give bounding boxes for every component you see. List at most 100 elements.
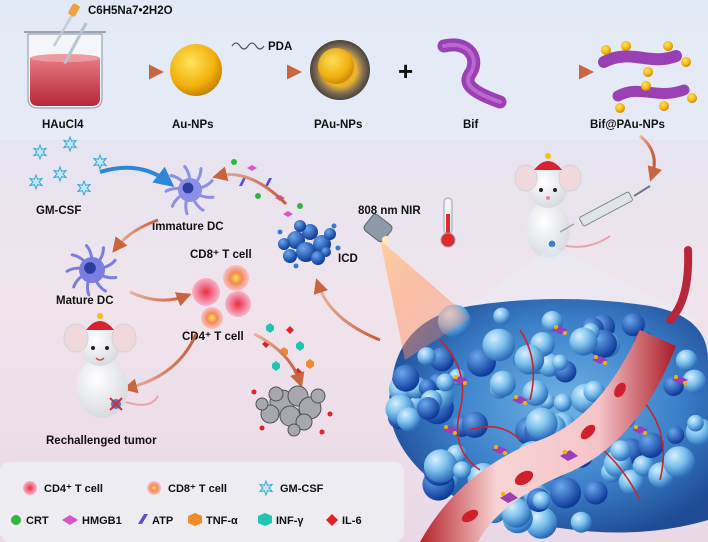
au-in-tumor [453,431,457,435]
pda-strand-icon [231,42,265,50]
au-in-tumor [503,451,507,455]
arrow-dc-to-tcells [129,290,192,307]
atp-particle [239,178,246,186]
au-in-tumor [563,331,567,335]
crt-particle [297,203,303,209]
legend-gm-csf: GM-CSF [280,483,324,495]
tumor-cell [610,440,632,461]
tumor-nanoparticle-clusters [442,325,688,455]
cd4-t-cell-icon [225,291,251,317]
au-nps-label: Au-NPs [172,119,214,131]
tumor-cell [583,480,608,505]
mouse-injected-icon [514,153,611,258]
killed-tumor-cell [287,423,301,437]
dying-cell [296,242,316,262]
tumor-cell [417,347,436,366]
tumor-cell [687,414,704,432]
cd4-t-cell-icon [192,278,220,306]
tumor-cell [632,455,654,477]
tumor-cell [525,407,558,440]
syringe-icon [559,185,651,233]
tumor-cell [423,449,458,483]
hmgb1-particle [247,165,257,171]
atp-icon [138,514,148,524]
tumor-cell [525,506,558,539]
dying-cell [294,220,306,232]
tumor-cell [396,407,421,432]
t-cell-cluster [192,265,251,329]
au-nanoparticle [170,44,222,96]
gm-csf-molecules [28,135,108,197]
crt-particle [231,159,237,165]
cell-debris [331,223,337,229]
tumor-cell [638,432,664,458]
tumor-cell [663,446,695,478]
tumor-cell [453,461,471,480]
cell-debris [293,263,299,269]
arrow-tumor-to-icd [313,278,381,342]
dying-cell [321,247,331,257]
dc-nucleus [84,262,96,274]
legend-atp: ATP [152,515,173,527]
cytokine-particle [306,359,314,369]
arrow-to-injection [639,134,662,182]
tumor-cell [532,491,551,510]
il6-particle [259,425,265,431]
tumor-cell [429,347,454,372]
au-in-tumor [554,325,558,329]
tumor-cell [436,373,455,392]
gm-csf-star-icon [258,479,274,497]
icd-label: ICD [338,253,358,265]
pau-nanoparticle [310,40,370,100]
au-in-tumor [674,375,678,379]
killed-tumor-cell [295,413,313,431]
au-in-tumor [454,375,458,379]
artery-icon [666,246,693,324]
legend-tnf: TNF-α [206,515,238,527]
tumor-cell [489,370,516,397]
bif-label: Bif [463,119,479,131]
il6-particle [319,429,325,435]
product-label: Bif@PAu-NPs [590,119,665,131]
tumor-cell [416,397,440,420]
cytokine-particle [266,323,274,333]
legend-hmgb1: HMGB1 [82,515,122,527]
cytokine-particle [272,361,280,371]
tumor-cell [461,411,488,438]
legend-cd8: CD8⁺ T cell [168,483,227,495]
gm-csf-star-icon [76,179,92,197]
au-in-tumor [444,425,448,429]
tumor-cell [675,349,698,371]
arrow-tcells-to-tumor [253,332,305,388]
tumor-cell [570,511,592,533]
au-in-tumor [603,361,607,365]
tumor-cell [482,328,516,362]
dying-cell [278,238,290,250]
gm-csf-star-icon [62,135,78,153]
injection-site-icon [547,239,557,249]
gm-csf-star-icon [32,143,48,161]
cd8-t-cell-label: CD8⁺ T cell [190,249,252,261]
arrow-tcells-to-rechallenge [122,333,198,394]
cytokine-particle [296,341,304,351]
tumor-cell [682,369,707,394]
killed-tumor-cells [251,385,333,437]
tumor-cell [514,344,545,375]
au-in-tumor [514,395,518,399]
pau-nps-label: PAu-NPs [314,119,362,131]
dying-cell [311,251,325,265]
cd4-cell-icon [23,481,37,495]
rechallenged-label: Rechallenged tumor [46,435,157,447]
il6-particle [327,411,333,417]
tumor-cell [569,327,598,356]
immature-dc-label: Immature DC [152,221,224,233]
gm-csf-label: GM-CSF [36,205,81,217]
tumor-cell [549,477,582,509]
precursor-label: HAuCl4 [42,119,84,131]
mature-dc-icon [65,244,118,297]
il6-particle [251,389,257,395]
tnf-icon [188,513,202,526]
killed-tumor-cell [310,388,326,404]
inf-icon [258,513,272,526]
au-in-tumor [523,401,527,405]
